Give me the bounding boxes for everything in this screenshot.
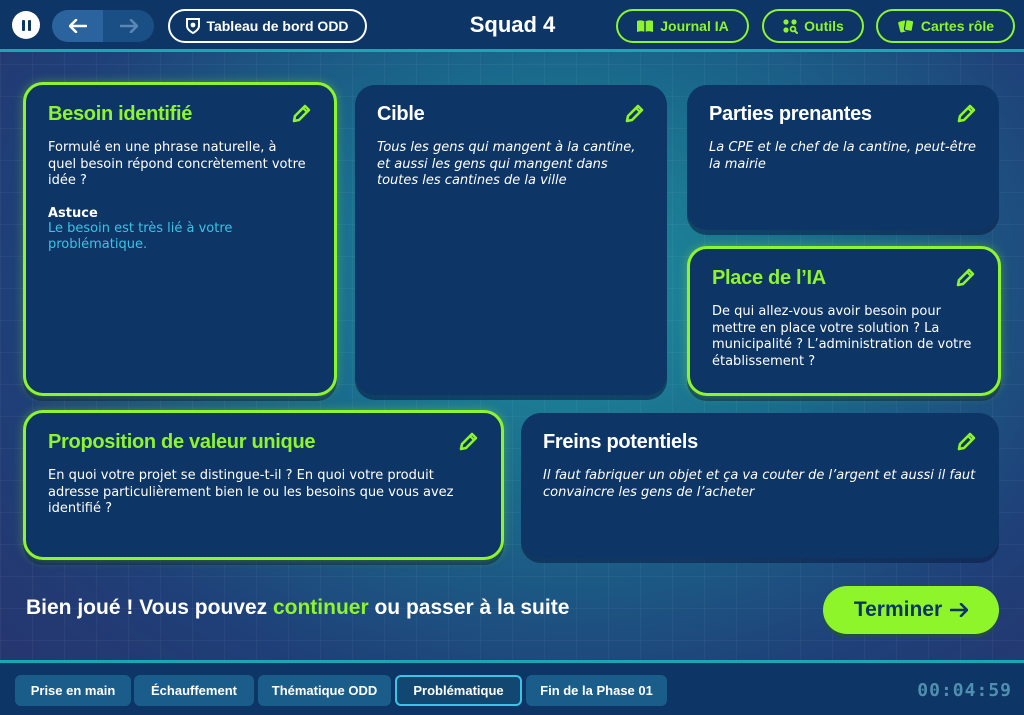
tab-fin-phase-01[interactable]: Fin de la Phase 01 [526,675,667,706]
dashboard-label: Tableau de bord ODD [206,18,349,34]
shield-odd-icon [186,18,201,34]
tip-label: Astuce [48,205,98,221]
card-prompt: De qui allez-vous avoir besoin pour mett… [712,304,972,369]
pause-icon-bar-left [21,19,25,31]
card-freins-potentiels[interactable]: Freins potentiels Il faut fabriquer un o… [521,413,999,558]
card-besoin-identifie[interactable]: Besoin identifié Formulé en une phrase n… [23,82,337,396]
journal-label: Journal IA [660,18,729,34]
phase-bar: Prise en main Échauffement Thématique OD… [0,660,1024,715]
terminer-label: Terminer [853,598,943,621]
tip-text: Le besoin est très lié à votre problémat… [48,220,233,253]
pencil-icon[interactable] [623,103,645,125]
outils-label: Outils [804,18,844,34]
tab-echauffement[interactable]: Échauffement [134,675,254,706]
pencil-icon[interactable] [457,431,479,453]
page-title: Squad 4 [469,12,556,37]
tab-thematique-odd[interactable]: Thématique ODD [258,675,391,706]
tools-icon [783,19,799,34]
outils-button[interactable]: Outils [762,9,864,43]
cartes-role-button[interactable]: Cartes rôle [876,9,1015,43]
message-before: Bien joué ! Vous pouvez [26,596,273,619]
forward-button[interactable] [103,10,154,42]
arrow-left-icon [68,19,87,33]
back-button[interactable] [52,10,103,42]
card-prompt: En quoi votre projet se distingue-t-il ?… [48,468,454,516]
tab-prise-en-main[interactable]: Prise en main [15,675,131,706]
card-answer: Tous les gens qui mangent à la cantine, … [377,140,636,188]
pause-button[interactable] [12,11,40,39]
card-answer: La CPE et le chef de la cantine, peut-êt… [709,140,977,172]
card-place-de-lia[interactable]: Place de l’IA De qui allez-vous avoir be… [687,246,1001,396]
card-title: Place de l’IA [712,267,826,289]
cartes-label: Cartes rôle [920,18,995,34]
continue-link[interactable]: continuer [272,596,369,619]
completion-message: Bien joué ! Vous pouvez continuer ou pas… [26,596,569,620]
pencil-icon[interactable] [955,431,977,453]
pencil-icon[interactable] [955,103,977,125]
pause-icon-bar-right [27,19,31,31]
message-after: ou passer à la suite [368,596,570,619]
dashboard-button[interactable]: Tableau de bord ODD [168,9,367,43]
arrow-right-icon [950,603,969,617]
card-proposition-valeur[interactable]: Proposition de valeur unique En quoi vot… [23,410,504,560]
tab-problematique[interactable]: Problématique [395,675,522,706]
pencil-icon[interactable] [290,103,312,125]
card-title: Cible [377,103,425,125]
timer: 00:04:59 [917,680,1012,701]
card-answer: Il faut fabriquer un objet et ça va cout… [543,468,976,500]
card-title: Besoin identifié [48,103,193,125]
card-title: Freins potentiels [543,431,698,453]
arrow-right-icon [119,19,138,33]
card-prompt: Formulé en une phrase naturelle, à quel … [48,140,306,188]
pencil-icon[interactable] [954,267,976,289]
cards-icon [898,19,915,33]
terminer-button[interactable]: Terminer [823,586,999,634]
card-title: Proposition de valeur unique [48,431,316,453]
card-title: Parties prenantes [709,103,872,125]
history-nav [52,10,154,42]
card-cible[interactable]: Cible Tous les gens qui mangent à la can… [355,85,667,395]
journal-ia-button[interactable]: Journal IA [616,9,749,43]
card-parties-prenantes[interactable]: Parties prenantes La CPE et le chef de l… [687,85,999,230]
book-icon [637,20,654,32]
top-bar: Tableau de bord ODD Squad 4 Journal IA O… [0,0,1024,52]
